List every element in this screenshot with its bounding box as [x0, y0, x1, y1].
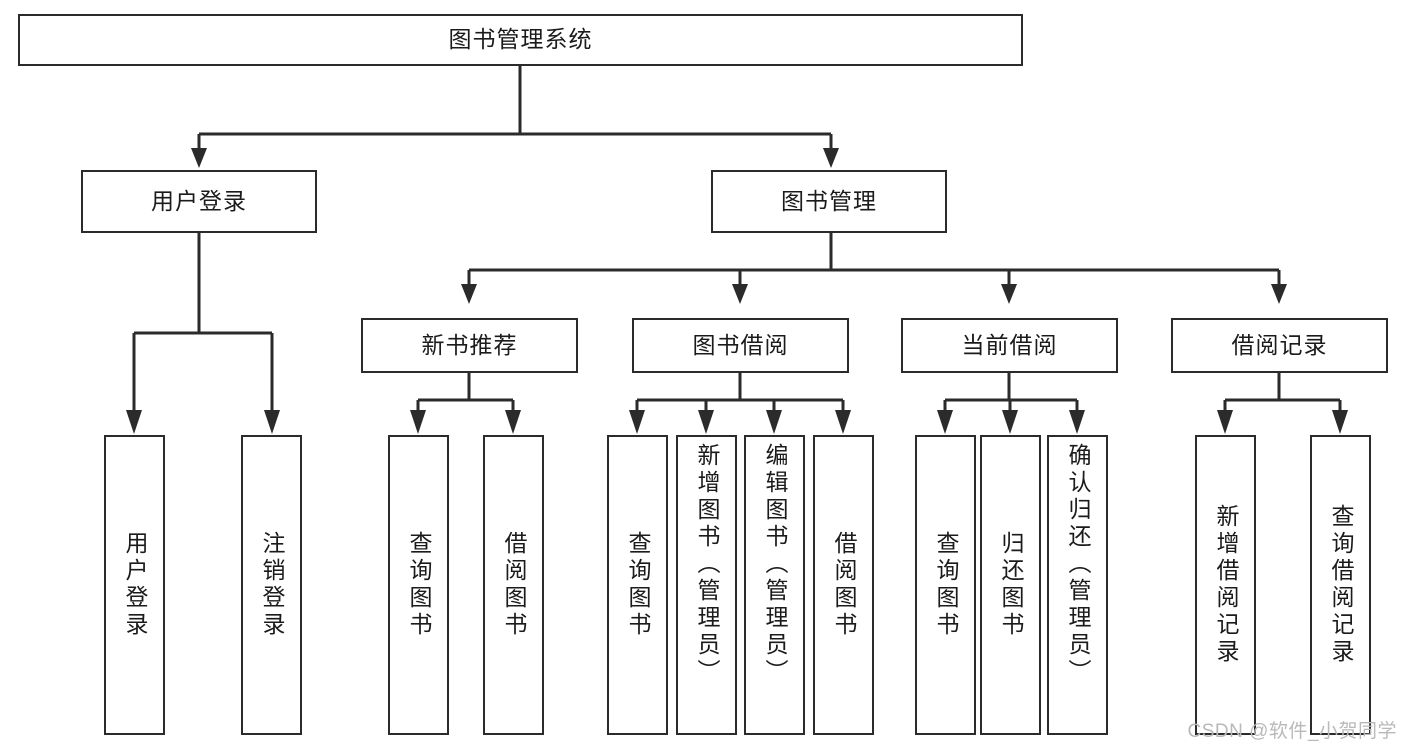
node-book-borrow[interactable]: 图书借阅 — [632, 318, 849, 373]
node-label: 用户登录 — [151, 187, 247, 214]
leaf-user-login[interactable]: 用户登录 — [104, 435, 165, 735]
leaf-label: 用户登录 — [122, 531, 148, 639]
leaf-label: 借阅图书 — [501, 531, 527, 639]
node-label: 图书管理系统 — [448, 26, 593, 53]
node-user-login[interactable]: 用户登录 — [81, 170, 317, 233]
arrowheads — [126, 148, 1348, 434]
leaf-label: 查询图书 — [406, 531, 432, 639]
node-label: 图书借阅 — [692, 331, 789, 358]
arrowhead-bb-leaf-2 — [698, 410, 714, 434]
node-label: 图书管理 — [781, 187, 877, 214]
leaf-label: 借阅图书 — [831, 531, 857, 639]
arrowhead-br-leaf-1 — [1217, 410, 1233, 434]
leaf-query-book-current[interactable]: 查询图书 — [915, 435, 976, 735]
leaf-add-borrow-record[interactable]: 新增借阅记录 — [1195, 435, 1256, 735]
leaf-label: 查询图书 — [625, 531, 651, 639]
node-label: 新书推荐 — [421, 331, 518, 358]
leaf-label: 查询借阅记录 — [1328, 504, 1354, 666]
leaf-borrow-book-newbook[interactable]: 借阅图书 — [483, 435, 544, 735]
leaf-label: 注销登录 — [259, 531, 285, 639]
watermark: CSDN @软件_小贺同学 — [1187, 721, 1397, 742]
arrowhead-cb-leaf-2 — [1002, 410, 1018, 434]
leaf-add-book-admin[interactable]: 新增图书（管理员） — [676, 435, 737, 735]
arrowhead-bb-leaf-3 — [766, 410, 782, 434]
arrowhead-bb-leaf-1 — [629, 410, 645, 434]
node-label: 当前借阅 — [961, 331, 1058, 358]
arrowhead-current-borrow — [1001, 284, 1017, 304]
arrowhead-nb-leaf-1 — [410, 410, 426, 434]
arrowhead-br-leaf-2 — [1332, 410, 1348, 434]
arrowhead-new-book — [461, 284, 477, 304]
leaf-logout[interactable]: 注销登录 — [241, 435, 302, 735]
arrowhead-book-manage — [823, 148, 839, 168]
arrowhead-nb-leaf-2 — [505, 410, 521, 434]
leaf-query-book-newbook[interactable]: 查询图书 — [388, 435, 449, 735]
leaf-query-borrow-record[interactable]: 查询借阅记录 — [1310, 435, 1371, 735]
arrowhead-borrow-record — [1271, 284, 1287, 304]
leaf-label: 确认归还（管理员） — [1065, 443, 1091, 686]
arrowhead-borrow-book — [732, 284, 748, 304]
node-current-borrow[interactable]: 当前借阅 — [901, 318, 1118, 373]
node-borrow-record[interactable]: 借阅记录 — [1171, 318, 1388, 373]
leaf-label: 编辑图书（管理员） — [762, 443, 788, 686]
leaf-label: 新增图书（管理员） — [694, 443, 720, 686]
leaf-label: 查询图书 — [933, 531, 959, 639]
node-book-management[interactable]: 图书管理 — [711, 170, 947, 233]
node-book-management-system[interactable]: 图书管理系统 — [18, 14, 1023, 66]
leaf-edit-book-admin[interactable]: 编辑图书（管理员） — [744, 435, 805, 735]
node-label: 借阅记录 — [1231, 331, 1328, 358]
leaf-label: 归还图书 — [998, 531, 1024, 639]
arrowhead-leaf-user-login — [126, 410, 142, 434]
leaf-query-book[interactable]: 查询图书 — [607, 435, 668, 735]
arrowhead-leaf-logout — [264, 410, 280, 434]
leaf-confirm-return-admin[interactable]: 确认归还（管理员） — [1047, 435, 1108, 735]
leaf-borrow-book[interactable]: 借阅图书 — [813, 435, 874, 735]
arrowhead-cb-leaf-1 — [937, 410, 953, 434]
leaf-label: 新增借阅记录 — [1213, 504, 1239, 666]
arrowhead-bb-leaf-4 — [835, 410, 851, 434]
arrowhead-cb-leaf-3 — [1069, 410, 1085, 434]
leaf-return-book[interactable]: 归还图书 — [980, 435, 1041, 735]
arrowhead-user-login — [191, 148, 207, 168]
node-new-book-recommend[interactable]: 新书推荐 — [361, 318, 578, 373]
